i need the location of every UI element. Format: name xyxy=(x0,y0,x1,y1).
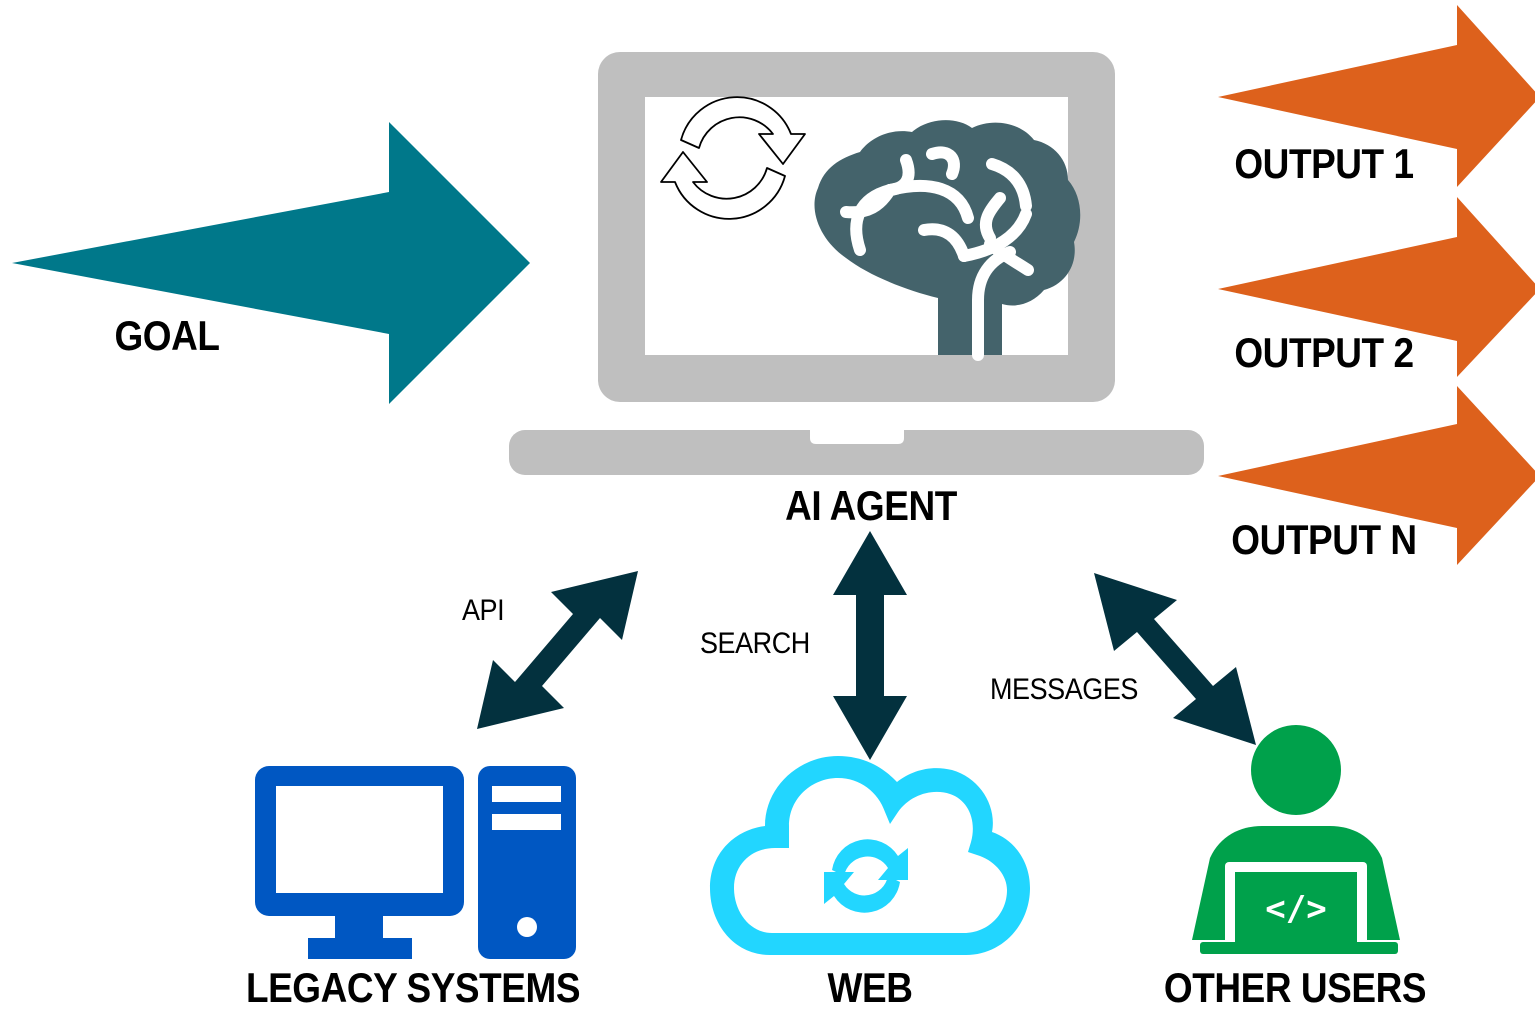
output-n-arrow xyxy=(1218,386,1535,565)
goal-label: GOAL xyxy=(114,312,220,359)
user-laptop-screen-inner xyxy=(1235,872,1357,942)
brain-folds xyxy=(840,146,1034,361)
output-arrows xyxy=(1218,5,1535,565)
cloud-outline xyxy=(710,756,1030,955)
search-label: SEARCH xyxy=(700,627,810,660)
desktop-drive-bay-1 xyxy=(492,786,561,802)
desktop-power-button xyxy=(517,917,537,937)
legacy-systems-label: LEGACY SYSTEMS xyxy=(245,964,581,1011)
output-2-label: OUTPUT 2 xyxy=(1234,329,1414,376)
goal-arrow xyxy=(12,122,530,404)
output-1-label: OUTPUT 1 xyxy=(1234,140,1414,187)
output-2-arrow xyxy=(1218,197,1535,377)
api-label: API xyxy=(462,594,505,627)
desktop-monitor-neck xyxy=(335,914,383,940)
laptop-base xyxy=(509,430,1204,475)
developer-user-icon: </> xyxy=(1192,725,1400,954)
desktop-drive-bay-2 xyxy=(492,814,561,830)
search-connector-arrow xyxy=(833,531,907,760)
brain-icon xyxy=(814,120,1081,361)
user-laptop-base xyxy=(1200,942,1398,954)
user-head xyxy=(1251,725,1341,815)
cloud-sync-icon xyxy=(710,756,1030,955)
connector-arrows xyxy=(477,531,1256,760)
sync-icon xyxy=(660,96,806,220)
web-label: WEB xyxy=(827,964,913,1011)
output-1-arrow xyxy=(1218,5,1535,187)
desktop-monitor-screen xyxy=(276,786,443,893)
api-connector-arrow xyxy=(477,571,638,729)
messages-connector-arrow xyxy=(1094,573,1256,745)
laptop-notch xyxy=(810,430,904,444)
cloud-sync-arrows xyxy=(824,839,908,913)
desktop-monitor-stand xyxy=(308,938,412,959)
messages-label: MESSAGES xyxy=(990,673,1138,706)
other-users-label: OTHER USERS xyxy=(1163,964,1427,1011)
output-n-label: OUTPUT N xyxy=(1231,516,1417,563)
desktop-computer-icon xyxy=(255,766,576,959)
code-glyph: </> xyxy=(1265,889,1326,929)
agent-label: AI AGENT xyxy=(785,482,957,529)
